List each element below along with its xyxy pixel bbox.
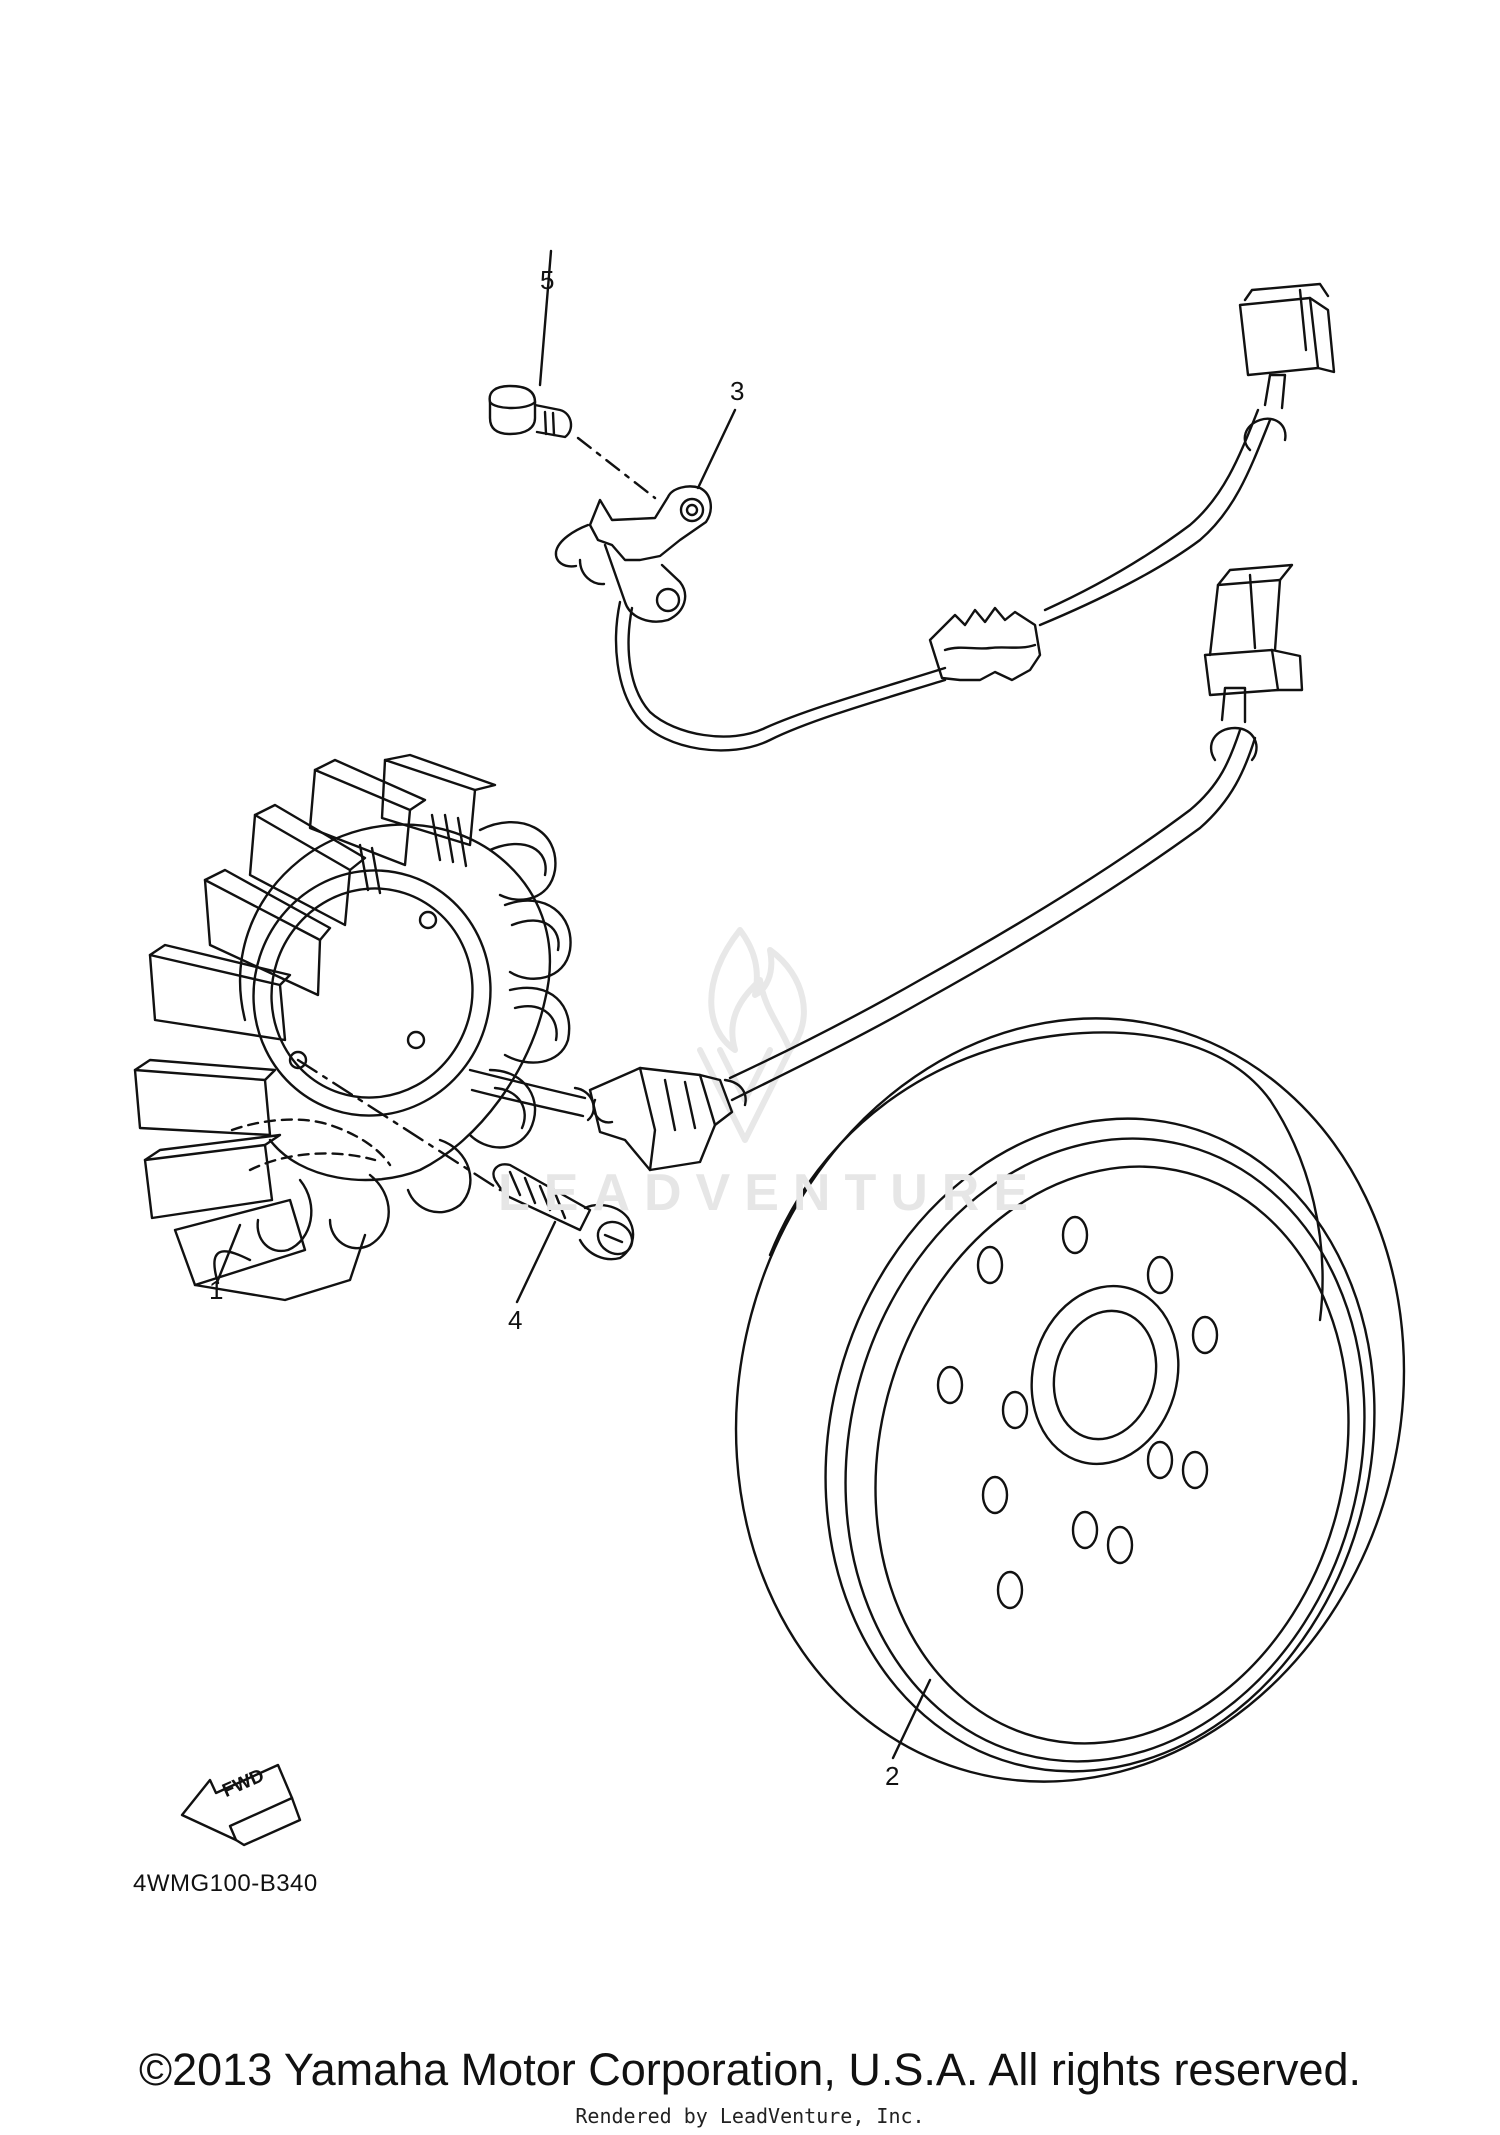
callout-1: 1: [209, 1275, 224, 1305]
leader-line-3: [696, 408, 737, 490]
stator-part-1[interactable]: [133, 753, 595, 1302]
fwd-arrow-icon: [180, 1763, 302, 1847]
bolt-part-4[interactable]: [492, 1163, 638, 1261]
watermark-logo-icon: [697, 927, 807, 1143]
diagram-code: 4WMG100-B340: [133, 1870, 318, 1897]
leader-line-4: [515, 1220, 557, 1304]
callout-3: 3: [730, 376, 745, 406]
watermark-text: LEADVENTURE: [498, 1164, 1043, 1222]
callout-5: 5: [540, 265, 555, 295]
pickup-sensor-part-3[interactable]: [554, 282, 1336, 752]
leader-line-1: [213, 1250, 252, 1285]
leader-line-1b: [216, 1223, 242, 1282]
copyright-notice: ©2013 Yamaha Motor Corporation, U.S.A. A…: [138, 2044, 1362, 2095]
callout-4: 4: [508, 1305, 523, 1335]
stator-connector[interactable]: [588, 563, 1304, 1172]
leader-line-5: [538, 249, 553, 387]
callout-2: 2: [885, 1761, 900, 1791]
bolt-part-5[interactable]: [488, 384, 573, 439]
flywheel-rotor-part-2[interactable]: [652, 943, 1489, 1858]
leader-line-2: [891, 1678, 932, 1760]
rendered-by-credit: Rendered by LeadVenture, Inc.: [575, 2104, 925, 2128]
